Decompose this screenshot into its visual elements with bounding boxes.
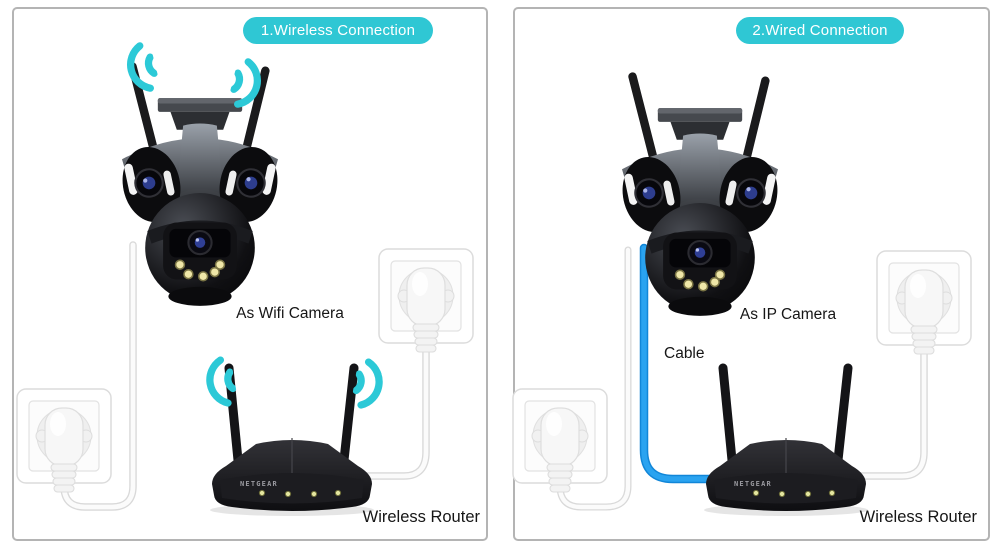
cable-label: Cable xyxy=(664,345,705,362)
router-brand-text: NETGEAR xyxy=(734,480,772,488)
camera-mode-label-ip: As IP Camera xyxy=(739,306,837,323)
router-antenna xyxy=(833,363,853,465)
router-status-leds xyxy=(258,489,342,498)
wireless-router-right-panel: NETGEAR xyxy=(704,363,868,516)
router-brand-text: NETGEAR xyxy=(240,480,278,488)
wireless-router-left-panel: NETGEAR xyxy=(210,363,374,516)
router-label-left: Wireless Router xyxy=(362,508,480,526)
router-antenna xyxy=(718,363,737,465)
badge-label: 1.Wireless Connection xyxy=(260,22,416,39)
badge-label: 2.Wired Connection xyxy=(752,22,888,39)
router-antenna xyxy=(339,363,359,465)
wireless-connection-badge: 1.Wireless Connection xyxy=(243,17,433,44)
wired-connection-badge: 2.Wired Connection xyxy=(736,17,904,44)
security-camera-wired xyxy=(605,66,795,319)
wall-outlet-router-right-panel xyxy=(874,248,974,368)
wall-outlet-camera-left-panel xyxy=(14,386,114,506)
router-label-right: Wireless Router xyxy=(859,508,977,526)
wall-outlet-camera-right-panel xyxy=(510,386,610,506)
wall-outlet-router-left-panel xyxy=(376,246,476,366)
router-status-leds xyxy=(752,489,836,498)
camera-mode-label-wifi: As Wifi Camera xyxy=(236,305,344,322)
